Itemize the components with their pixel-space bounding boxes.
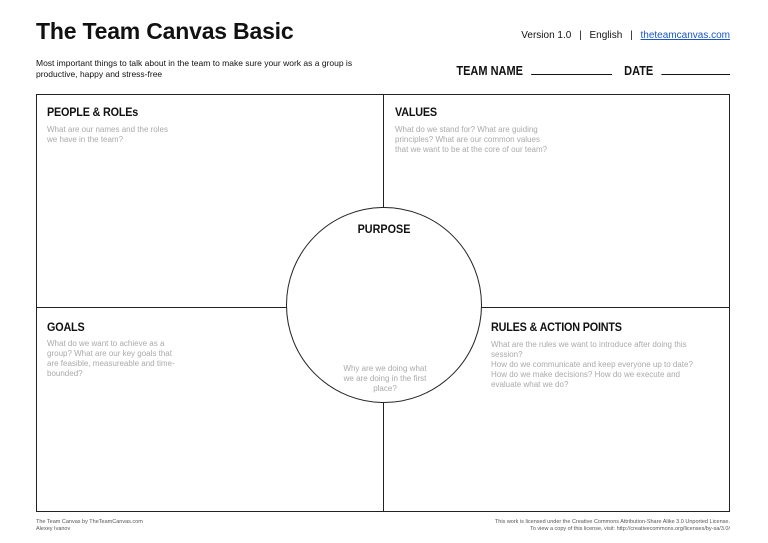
- footer-license-line2: To view a copy of this license, visit: h…: [530, 526, 730, 532]
- header-meta: Version 1.0 | English | theteamcanvas.co…: [521, 30, 730, 41]
- rules-prompt: What are the rules we want to introduce …: [491, 340, 706, 390]
- goals-heading: GOALS: [47, 320, 85, 334]
- team-name-label: TEAM NAME: [456, 64, 523, 78]
- goals-prompt: What do we want to achieve as a group? W…: [47, 339, 175, 378]
- date-field[interactable]: [661, 64, 730, 75]
- version-label: Version 1.0: [521, 30, 572, 41]
- rules-heading: RULES & ACTION POINTS: [491, 320, 622, 334]
- separator: |: [630, 30, 633, 41]
- purpose-circle: PURPOSE Why are we doing what we are doi…: [286, 207, 482, 403]
- team-info-line: TEAM NAME DATE: [456, 64, 730, 78]
- footer-credit: The Team Canvas by TheTeamCanvas.com Ale…: [36, 519, 143, 533]
- date-label: DATE: [623, 64, 654, 78]
- purpose-prompt: Why are we doing what we are doing in th…: [343, 364, 427, 393]
- values-prompt: What do we stand for? What are guiding p…: [395, 125, 548, 154]
- team-canvas: PEOPLE & ROLEs What are our names and th…: [36, 94, 730, 512]
- people-roles-heading: PEOPLE & ROLEs: [47, 105, 139, 119]
- footer-credit-line2: Alexey Ivanov: [36, 526, 71, 532]
- page-subtitle: Most important things to talk about in t…: [36, 58, 353, 79]
- values-heading: VALUES: [395, 105, 437, 119]
- website-link[interactable]: theteamcanvas.com: [640, 30, 731, 41]
- team-name-field[interactable]: [531, 64, 613, 75]
- people-roles-prompt: What are our names and the roles we have…: [47, 125, 168, 144]
- footer-license-line1: This work is licensed under the Creative…: [494, 519, 730, 525]
- page-title: The Team Canvas Basic: [36, 18, 294, 44]
- purpose-heading: PURPOSE: [357, 222, 411, 236]
- footer-license: This work is licensed under the Creative…: [495, 519, 730, 533]
- rules-prompt-line1: What are the rules we want to introduce …: [491, 340, 687, 359]
- footer-credit-line1: The Team Canvas by TheTeamCanvas.com: [36, 519, 143, 525]
- separator: |: [579, 30, 582, 41]
- rules-prompt-line2: How do we communicate and keep everyone …: [491, 360, 693, 389]
- language-label: English: [589, 30, 623, 41]
